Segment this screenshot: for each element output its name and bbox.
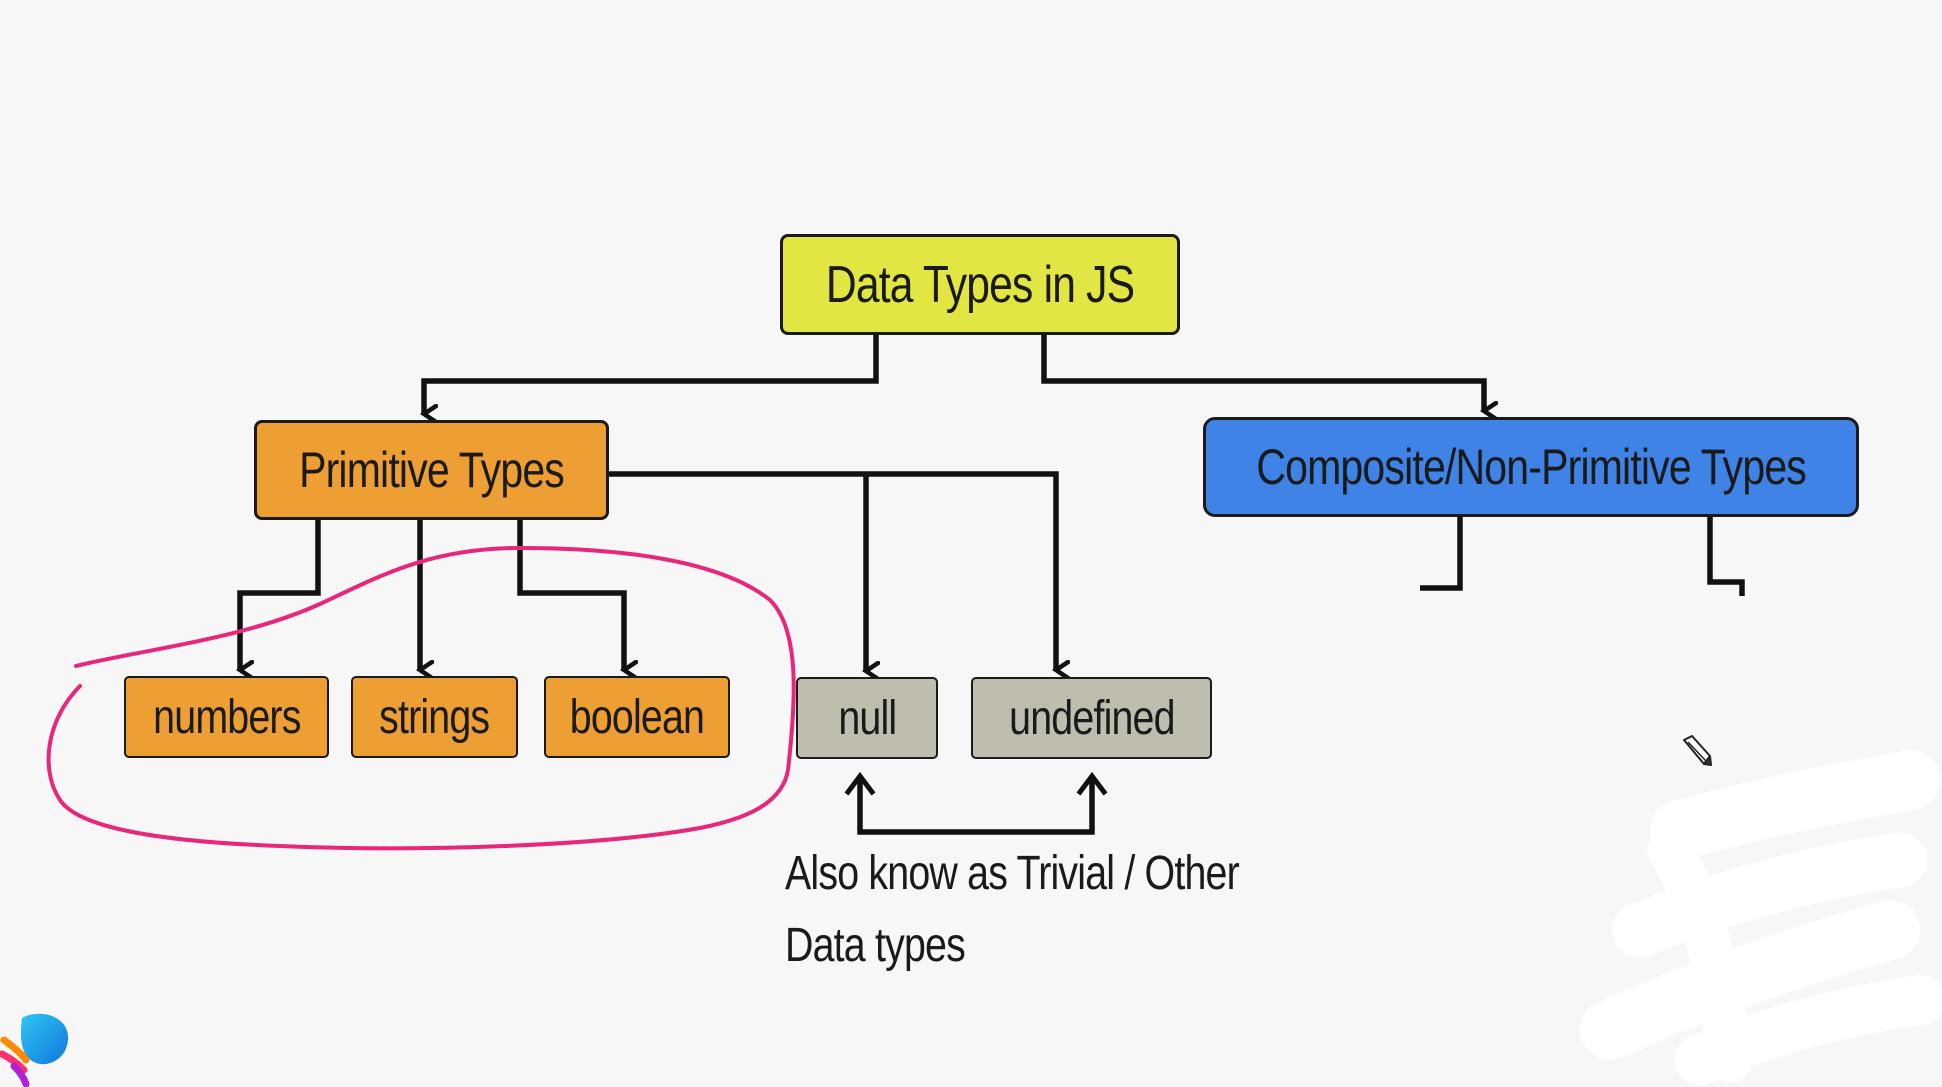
bracket-arrow-null	[844, 771, 876, 796]
trivial-note-line-1: Also know as Trivial / Other	[785, 847, 1240, 900]
primitive-types-box: Primitive Types	[254, 420, 609, 520]
composite-types-box: Composite/Non-Primitive Types	[1203, 417, 1859, 517]
primitive-types-label: Primitive Types	[299, 442, 565, 498]
numbers-box: numbers	[124, 676, 329, 758]
strings-label: strings	[379, 690, 490, 744]
connector-root-to-composite	[1041, 335, 1484, 411]
connector-composite-stub-right	[1707, 517, 1745, 596]
connector-composite-stub-left	[1420, 517, 1463, 591]
connector-primitive-to-numbers	[240, 520, 321, 670]
composite-types-label: Composite/Non-Primitive Types	[1256, 439, 1806, 495]
root-node-box: Data Types in JS	[780, 234, 1180, 335]
pencil-cursor-icon	[1683, 735, 1712, 766]
whiteout-scribble	[1580, 750, 1942, 1085]
numbers-label: numbers	[152, 690, 301, 744]
strings-box: strings	[351, 676, 518, 758]
bracket-arrow-undefined	[1076, 771, 1108, 796]
connector-primitive-horizontal	[609, 471, 1056, 670]
bracket-trivial-types	[857, 778, 1095, 835]
undefined-label: undefined	[1008, 691, 1175, 745]
trivial-note-line-2: Data types	[785, 919, 966, 972]
boolean-box: boolean	[544, 676, 730, 758]
app-logo-icon	[0, 1013, 69, 1087]
connector-root-to-primitive	[424, 335, 879, 414]
boolean-label: boolean	[569, 690, 705, 744]
annotation-circle	[46, 545, 796, 851]
undefined-box: undefined	[971, 677, 1212, 759]
root-node-label: Data Types in JS	[825, 255, 1135, 314]
null-label: null	[838, 691, 897, 745]
null-box: null	[796, 677, 938, 759]
connector-primitive-to-boolean	[517, 520, 624, 670]
